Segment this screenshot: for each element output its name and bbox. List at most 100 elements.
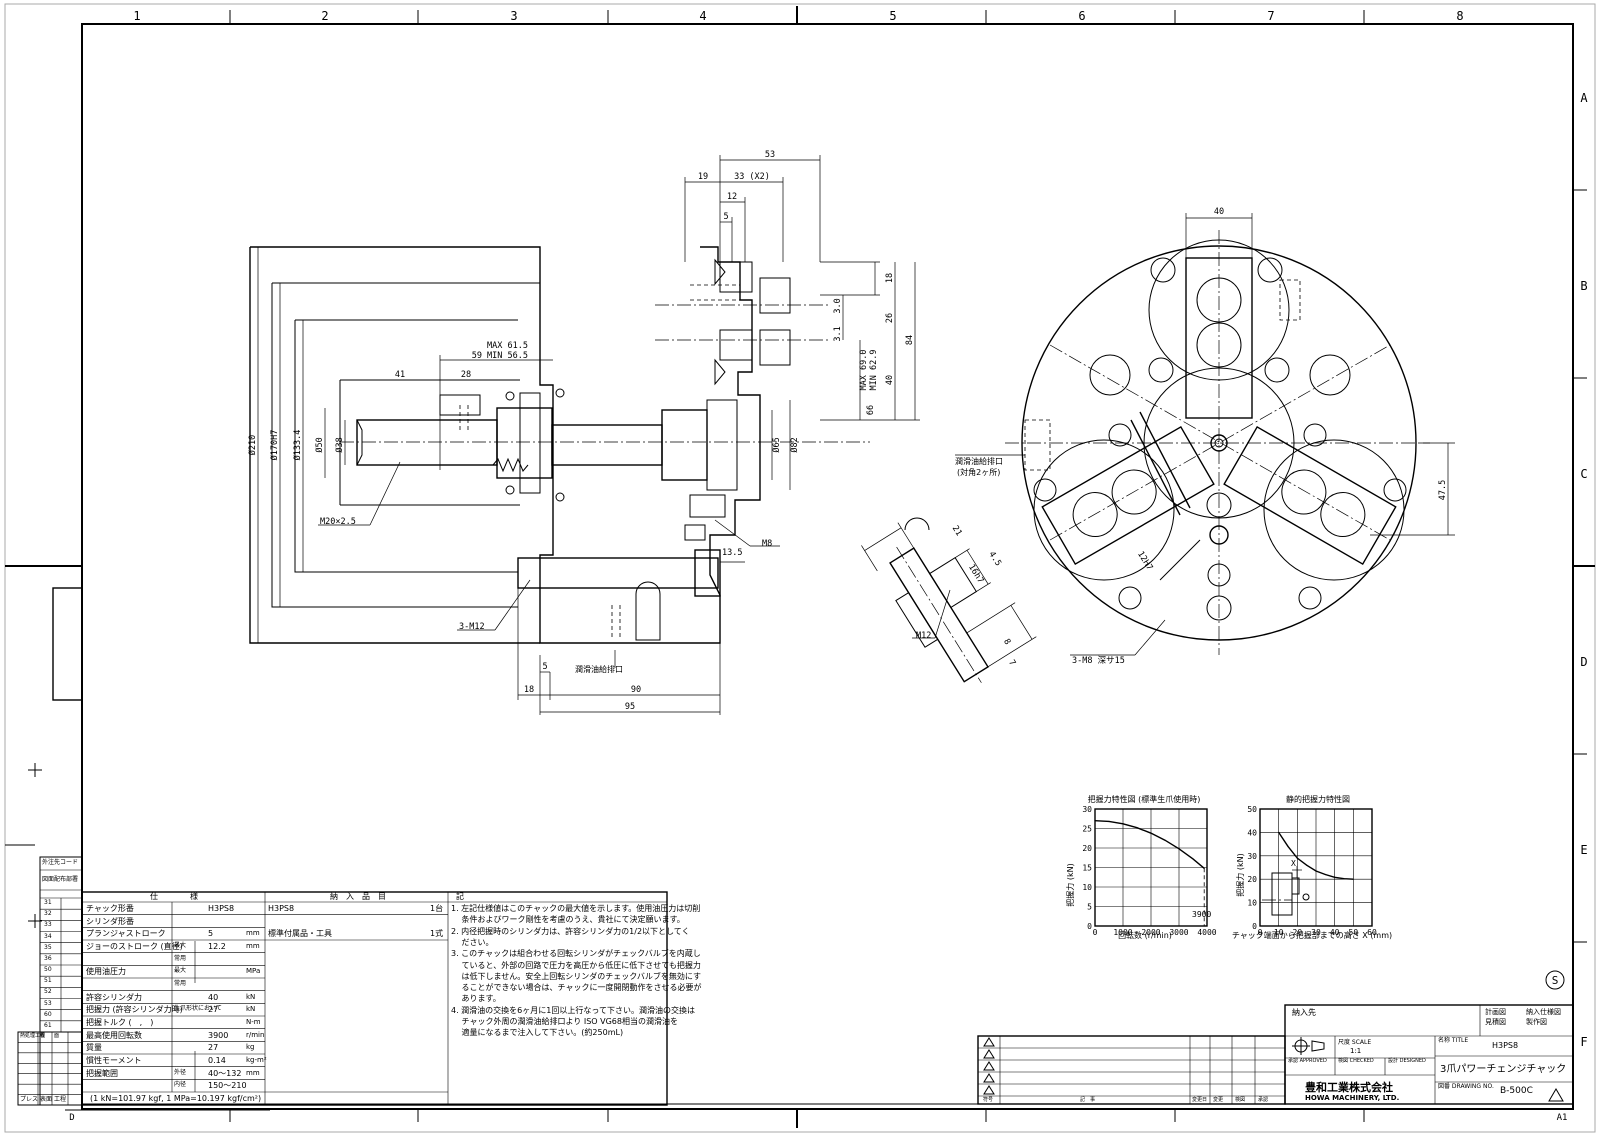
jaw-dim-21: 21 [950,524,964,538]
chart2-xtick: 0 [1258,928,1263,937]
jaw-dim-7: 7 [1006,658,1017,668]
spec-header: 仕 様 [150,892,198,901]
row-label: D [1580,655,1587,669]
jaw-detail-view [861,517,1037,683]
front-oil-port-note: (対角2ヶ所) [957,467,1000,477]
chart1-data-point [1192,858,1194,860]
company-name-jp: 豊和工業株式会社 [1305,1081,1393,1094]
mark-s-circle [1545,970,1565,990]
title-label: 名称 TITLE [1438,1037,1469,1044]
dia-65: Ø65 [771,437,782,452]
check-production: 製作図 [1526,1018,1547,1026]
spec-row-value: 150〜210 [208,1081,247,1091]
chart1-ylabel: 把握力 (kN) [1065,863,1075,906]
note-line: チャック外周の潤滑油給排口より ISO VG68相当の潤滑油を [451,1017,678,1026]
revision-block-grid [977,1035,1286,1105]
dim-33x2: 33 (X2) [734,172,770,182]
check-plan: 計画図 [1485,1008,1506,1016]
col-label: 2 [321,9,328,23]
spec-row-unit: kg [246,1043,255,1052]
chart1-ytick: 5 [1087,903,1092,912]
chart1-data-point [1136,827,1138,829]
jaw-dim-16h7: 16h7 [966,563,985,586]
checked-label: 検図 CHECKED [1338,1058,1374,1064]
dia-82: Ø82 [789,437,800,452]
jaw-m12: M12 [916,631,931,641]
chart2-data-point [1315,870,1317,872]
dim-max-61-5: MAX 61.5 [487,341,528,351]
customer-label: 納入先 [1292,1008,1316,1017]
mark-s-letter: S [1552,974,1559,987]
chart1-xtick: 0 [1093,928,1098,937]
spec-row-sub: 最大 [174,967,187,975]
dim-min-62-9: MIN 62.9 [869,350,879,391]
revision-col-label: 変更 [1213,1097,1224,1103]
zone-labels: 1 2 3 4 5 6 7 8 A B C D E F A1 D [69,9,1588,1123]
chart2-data-point [1343,878,1345,880]
spec-row-unit: N-m [246,1018,261,1026]
chart2-chuck-sketch [1262,866,1310,916]
note-line: あります。 [451,994,501,1004]
spec-row-unit: MPa [246,967,261,976]
side-row-code: 50 [44,966,52,973]
callout-thread: M20×2.5 [320,517,356,527]
spec-row-label: 最高使用回転数 [86,1030,142,1040]
chart1-ytick: 25 [1082,825,1092,834]
dim-3-1: 3.1 [833,326,843,341]
row-label: E [1580,843,1587,857]
callout-dim-13-5: 13.5 [722,548,742,558]
chart2-ytick: 30 [1247,852,1257,861]
sheet-frame [4,3,1596,1133]
chart-static-gripping-force: 静的把握力特性図 把握力 (kN) チャック端面から把握部までの高さ X (mm… [1232,794,1392,940]
chart1-title: 把握力特性図 (標準生爪使用時) [1088,794,1201,804]
chart2-xtick: 50 [1349,928,1359,937]
chart1-data-point [1164,839,1166,841]
dia-133: Ø133.4 [292,430,303,461]
jaw-dim-12h7: 12H7 [1135,550,1154,573]
chart1-xtick: 1000 [1113,928,1132,937]
row-label: B [1580,279,1587,293]
spec-row-label: チャック形番 [86,904,134,913]
designed-label: 設計 DESIGNED [1388,1058,1426,1064]
note-line: 1. 左記仕様値はこのチャックの最大値を示します。使用油圧力は切削 [451,904,701,913]
scale-value: 1:1 [1350,1047,1362,1055]
col-label: 4 [699,9,706,23]
spec-row-unit: kg-m² [246,1056,267,1064]
scale-label: 尺度 SCALE [1338,1039,1372,1046]
chart2-data-point [1324,873,1326,876]
side-row-code: 60 [44,1010,52,1018]
side-row-code: 61 [44,1021,52,1029]
jaw-dim-4-5: 4.5 [986,550,1003,568]
drawing-no-value: B-500C [1500,1086,1533,1096]
delivery-header: 納 入 品 目 [330,892,386,901]
spec-row-sub: 生爪形状において [174,1005,222,1013]
chart-gripping-force-vs-speed: 把握力特性図 (標準生爪使用時) 把握力 (kN) 回転数 (r/min) 39… [1065,794,1217,940]
dim-bottom-95: 95 [625,702,635,712]
note-line: 適量になるまで注入して下さい。(約250mL) [451,1028,624,1038]
dim-3-0: 3.0 [833,298,843,313]
chart2-data-point [1306,864,1308,866]
corner-mark: D [69,1113,74,1123]
side-row-code: 34 [44,932,52,940]
side-row-lines [18,897,82,1095]
note-line: ていると、外部の回路で圧力を高圧から低圧に低下させても把握力 [451,960,701,970]
spec-row-unit: kN [246,992,256,1001]
spec-row-label: 把握力 (許容シリンダ力時) [86,1005,183,1015]
side-row-code: 32 [44,910,52,918]
delivery-item: 標準付属品・工具 [268,929,332,939]
side-row-code: 33 [44,921,52,929]
front-view-labels: 40 47.5 3-M8 深サ15 [1072,207,1448,666]
chart2-xtick: 10 [1274,928,1284,937]
chart2-xtick: 30 [1311,928,1321,937]
side-row-code: 51 [44,977,52,985]
dim-bottom-18: 18 [524,685,534,695]
spec-row-sub: 常用 [174,980,187,987]
dim-26: 26 [885,313,895,323]
model-value: H3PS8 [1492,1041,1519,1050]
side-bottom-a: 熱処理工程 [20,1033,46,1039]
delivery-qty: 1台 [430,904,444,913]
row-label: A [1580,91,1588,105]
col-label: 8 [1456,9,1463,23]
product-name: 3爪パワーチェンジチャック [1440,1064,1567,1075]
